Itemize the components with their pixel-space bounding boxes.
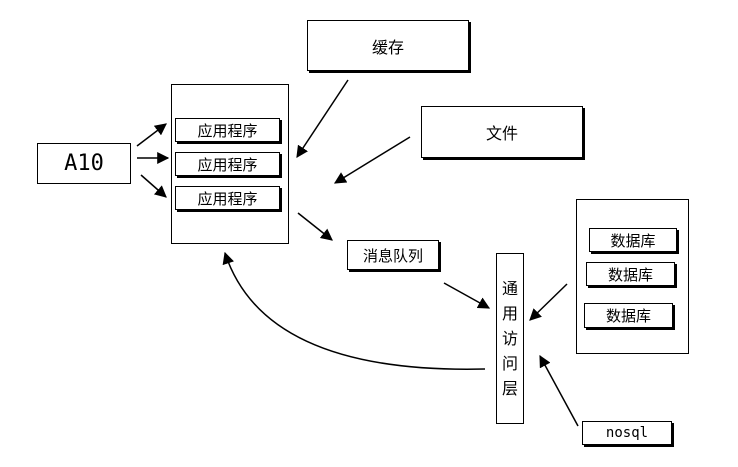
arrow-a10-to-app-1	[136, 123, 167, 147]
arrow-app-to-queue	[297, 212, 333, 241]
arrow-database-to-access	[529, 283, 568, 321]
cache-box: 缓存	[307, 20, 469, 71]
access-layer-box: 通 用 访 问 层	[496, 253, 524, 424]
access-layer-char: 访	[501, 329, 518, 348]
arrow-nosql-to-access	[539, 354, 579, 427]
database-item: 数据库	[586, 262, 675, 286]
arrow-access-to-app-curve	[222, 251, 486, 370]
access-layer-char: 层	[501, 379, 518, 398]
database-item-label: 数据库	[605, 307, 651, 325]
application-item: 应用程序	[175, 118, 280, 142]
arrow-file-to-app	[333, 136, 411, 184]
application-item-label: 应用程序	[197, 155, 258, 174]
application-item-label: 应用程序	[197, 121, 258, 140]
database-item-label: 数据库	[610, 231, 656, 250]
arrow-queue-to-access	[443, 282, 491, 309]
nosql-label: nosql	[605, 425, 649, 441]
a10-box: A10	[37, 143, 131, 184]
arrow-cache-to-app	[296, 79, 349, 159]
cache-label: 缓存	[371, 37, 404, 57]
application-item: 应用程序	[175, 152, 280, 176]
nosql-box: nosql	[582, 421, 672, 445]
database-item: 数据库	[589, 228, 677, 252]
database-item-label: 数据库	[607, 265, 653, 284]
access-layer-char: 用	[501, 304, 518, 323]
application-item: 应用程序	[175, 186, 280, 210]
a10-label: A10	[64, 151, 104, 176]
file-label: 文件	[485, 124, 518, 143]
access-layer-char: 问	[501, 354, 518, 373]
arrow-a10-to-app-3	[140, 174, 167, 198]
database-item: 数据库	[584, 303, 673, 328]
message-queue-label: 消息队列	[362, 246, 423, 265]
access-layer-char: 通	[501, 279, 518, 298]
message-queue-box: 消息队列	[347, 240, 439, 270]
application-item-label: 应用程序	[197, 189, 258, 208]
file-box: 文件	[421, 106, 583, 158]
